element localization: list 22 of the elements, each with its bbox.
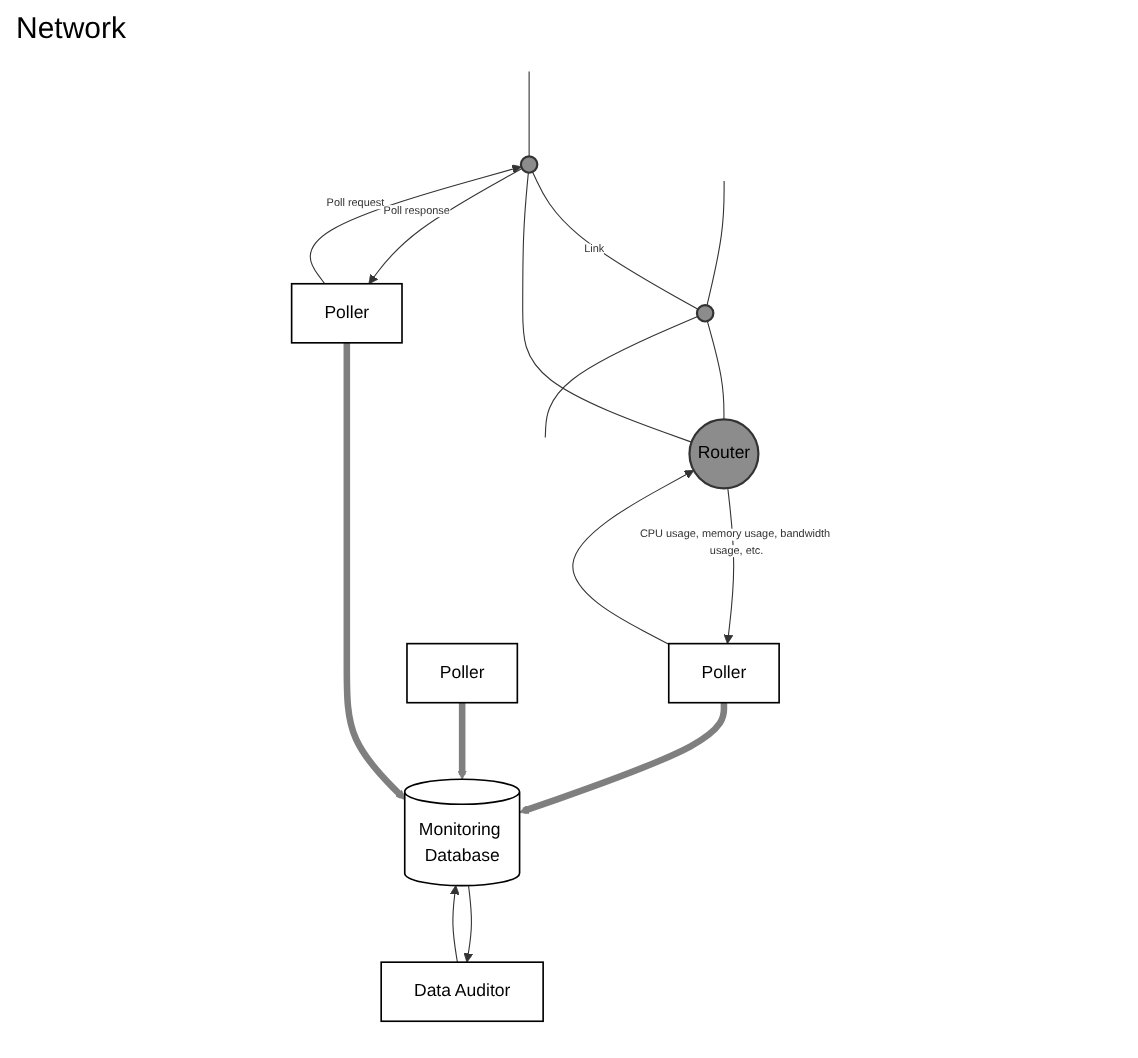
- arrow: [463, 884, 474, 962]
- connector: [522, 171, 693, 442]
- node-circle: [520, 154, 539, 173]
- arrow: [572, 469, 695, 644]
- node-circle: [696, 303, 715, 322]
- network-label: Network: [16, 12, 127, 46]
- connector: [544, 315, 699, 437]
- connector: [706, 319, 725, 419]
- connector: [706, 179, 725, 305]
- arrow: [368, 167, 523, 284]
- arrow: [457, 701, 468, 779]
- connector: [532, 170, 699, 309]
- arrow: [343, 341, 406, 799]
- node-circle: Router: [688, 417, 760, 489]
- connector: [528, 70, 530, 156]
- arrow: [309, 163, 522, 284]
- node-box: Poller: [406, 641, 519, 703]
- node-box: Poller: [668, 641, 781, 703]
- arrow: [519, 701, 728, 814]
- arrow: [450, 884, 460, 962]
- node-box: Data Auditor: [380, 960, 545, 1022]
- node-box: Poller: [291, 281, 403, 343]
